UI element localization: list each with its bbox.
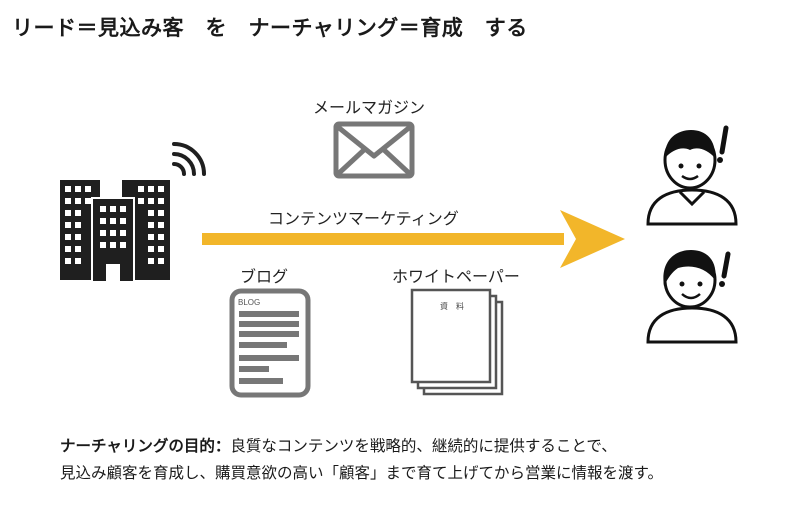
wifi-signal-icon (172, 142, 206, 176)
whitepaper-label: ホワイトペーパー (392, 267, 520, 286)
whitepaper-documents-icon: 資 料 (410, 288, 504, 396)
blog-label: ブログ (240, 267, 289, 286)
office-building-icon (60, 142, 206, 283)
footer-lead: ナーチャリングの目的： (60, 437, 231, 455)
page-title: リード＝見込み客 を ナーチャリング＝育成 する (12, 16, 528, 40)
footer-line-2: 見込み顧客を育成し、購買意欲の高い「顧客」まで育て上げてから営業に情報を渡す。 (60, 464, 663, 482)
nurturing-arrow (202, 210, 625, 268)
content-marketing-label: コンテンツマーケティング (268, 209, 459, 228)
blog-document-icon: BLOG (229, 288, 311, 398)
whitepaper-doc-header: 資 料 (440, 301, 464, 311)
footer-line-1: ナーチャリングの目的：良質なコンテンツを戦略的、継続的に提供することで、 (60, 433, 663, 460)
footer-line1-rest: 良質なコンテンツを戦略的、継続的に提供することで、 (230, 437, 617, 455)
exclamation-icon-2 (719, 251, 731, 287)
envelope-icon (333, 121, 415, 179)
blog-doc-header: BLOG (238, 298, 260, 307)
customer-person-icon (646, 125, 738, 226)
nurturing-purpose-text: ナーチャリングの目的：良質なコンテンツを戦略的、継続的に提供することで、 見込み… (60, 433, 663, 487)
exclamation-icon (717, 125, 729, 163)
customer-person-icon-2 (646, 250, 738, 344)
mail-magazine-label: メールマガジン (313, 98, 426, 117)
